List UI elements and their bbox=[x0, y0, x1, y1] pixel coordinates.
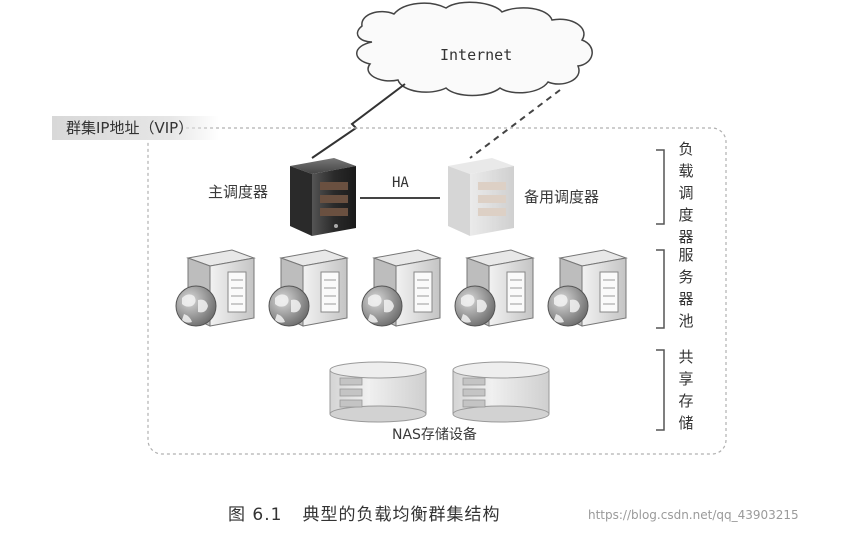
web-server-icon bbox=[268, 249, 349, 327]
group-label-char: 享 bbox=[678, 370, 694, 388]
internet-link-primary bbox=[311, 83, 406, 159]
web-server-icon bbox=[175, 249, 256, 327]
group-label-char: 务 bbox=[678, 268, 694, 286]
primary-scheduler-label: 主调度器 bbox=[208, 183, 269, 201]
server-pool bbox=[175, 249, 628, 327]
ha-label: HA bbox=[392, 175, 409, 191]
web-server-icon bbox=[361, 249, 442, 327]
watermark: https://blog.csdn.net/qq_43903215 bbox=[588, 508, 799, 522]
group-label-char: 负 bbox=[678, 140, 694, 158]
group-label-char: 服 bbox=[678, 246, 694, 264]
bracket-server-pool bbox=[656, 249, 665, 329]
group-label-char: 存 bbox=[678, 392, 694, 410]
globe-icon bbox=[454, 285, 496, 327]
group-label-char: 器 bbox=[678, 228, 694, 246]
globe-icon bbox=[175, 285, 217, 327]
group-label-char: 池 bbox=[678, 312, 694, 330]
nas-storage-label: NAS存储设备 bbox=[392, 427, 477, 443]
bracket-shared-storage bbox=[656, 349, 665, 431]
internet-link-backup bbox=[469, 89, 561, 159]
group-label-char: 共 bbox=[678, 348, 694, 366]
globe-icon bbox=[268, 285, 310, 327]
figure-title: 典型的负载均衡群集结构 bbox=[302, 505, 501, 525]
internet-cloud-icon bbox=[356, 1, 593, 97]
figure-number: 图 6.1 bbox=[228, 505, 283, 525]
backup-scheduler-label: 备用调度器 bbox=[524, 188, 600, 206]
group-label-shared-storage: 共 享 存 储 bbox=[676, 346, 696, 434]
shared-storage bbox=[329, 361, 550, 423]
web-server-icon bbox=[454, 249, 535, 327]
globe-icon bbox=[361, 285, 403, 327]
vip-label: 群集IP地址（VIP） bbox=[52, 116, 220, 140]
figure-caption: 图 6.1 典型的负载均衡群集结构 bbox=[228, 500, 500, 525]
group-label-char: 器 bbox=[678, 290, 694, 308]
group-label-char: 储 bbox=[678, 414, 694, 432]
cluster-boundary bbox=[147, 127, 727, 455]
web-server-icon bbox=[547, 249, 628, 327]
nas-storage-icon bbox=[452, 361, 550, 423]
group-label-server-pool: 服 务 器 池 bbox=[676, 244, 696, 332]
globe-icon bbox=[547, 285, 589, 327]
backup-scheduler-server-icon bbox=[448, 158, 514, 236]
internet-label: Internet bbox=[440, 46, 513, 64]
group-label-char: 载 bbox=[678, 162, 694, 180]
group-label-char: 调 bbox=[678, 184, 694, 202]
nas-storage-icon bbox=[329, 361, 427, 423]
primary-scheduler-server-icon bbox=[290, 158, 356, 236]
group-brackets bbox=[656, 149, 665, 431]
group-label-schedulers: 负 载 调 度 器 bbox=[676, 138, 696, 248]
bracket-schedulers bbox=[656, 149, 665, 225]
group-label-char: 度 bbox=[678, 206, 694, 224]
